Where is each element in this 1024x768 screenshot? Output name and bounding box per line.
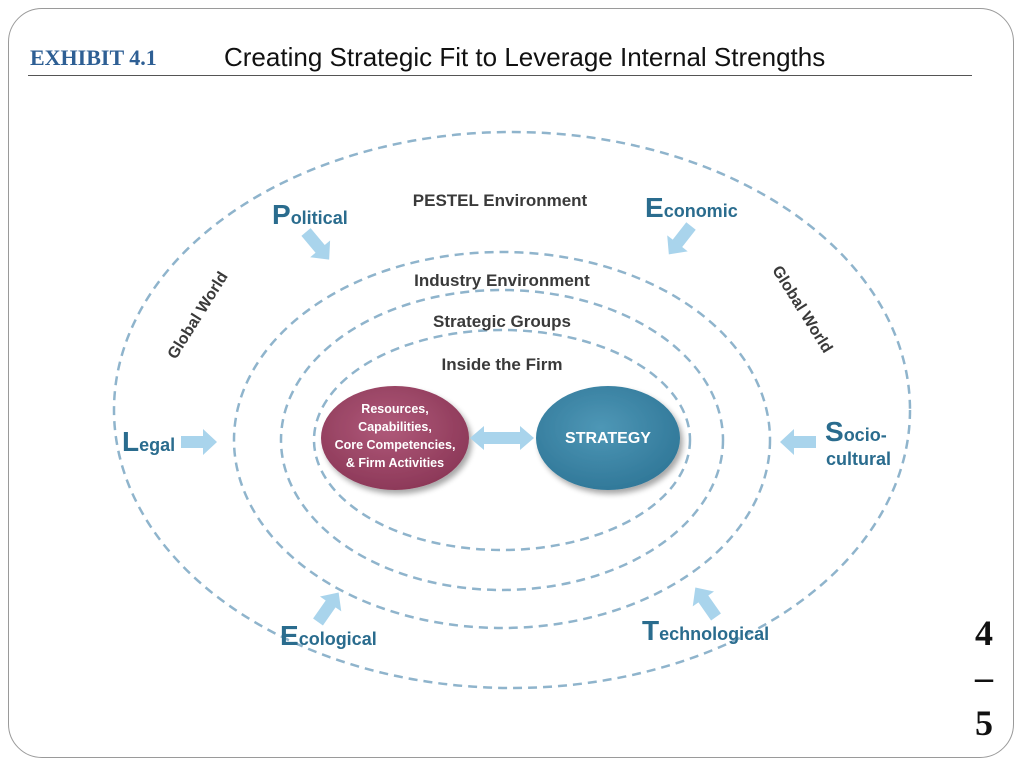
ecological-rest: cological [299,629,377,649]
slide-number-top: 4 [975,613,993,653]
industry-environment-ring [232,250,772,630]
title-underline [28,75,972,76]
technological-rest: echnological [659,624,769,644]
legal-initial: L [122,426,139,457]
global-world-ring [112,130,912,690]
ecological-arrow-icon [313,592,342,626]
economic-arrow-icon [667,222,696,255]
technological-initial: T [642,615,659,646]
exhibit-label: EXHIBIT 4.1 [30,45,157,70]
slide-number-separator: – [975,657,993,697]
sociocultural-line2: cultural [826,449,891,469]
ecological-label: Ecological [280,620,377,651]
political-rest: olitical [291,208,348,228]
strategic-groups-ring [279,288,725,592]
ecological-initial: E [280,620,299,651]
economic-label: Economic [645,192,738,223]
legal-rest: egal [139,435,175,455]
resources-line-1: Resources, [361,402,428,416]
inside-firm-ring [312,328,692,552]
global-world-right-label: Global World [768,263,835,356]
strategy-oval [536,386,680,490]
industry-environment-label: Industry Environment [414,271,590,290]
legal-arrow-icon [181,429,217,455]
double-arrow-icon [470,426,534,450]
technological-arrow-icon [692,587,721,621]
strategic-groups-label: Strategic Groups [433,312,571,331]
pestel-environment-label: PESTEL Environment [413,191,588,210]
resources-line-4: & Firm Activities [346,456,444,470]
legal-label: Legal [122,426,175,457]
slide-number-bottom: 5 [975,703,993,743]
political-label: Political [272,199,348,230]
resources-line-3: Core Competencies, [335,438,456,452]
inside-firm-label: Inside the Firm [442,355,563,374]
economic-initial: E [645,192,664,223]
sociocultural-rest: ocio- [844,425,887,445]
technological-label: Technological [642,615,769,646]
political-initial: P [272,199,291,230]
resources-oval [321,386,469,490]
resources-line-2: Capabilities, [358,420,432,434]
political-arrow-icon [301,228,331,260]
strategy-label: STRATEGY [565,430,651,447]
sociocultural-initial: S [825,416,844,447]
global-world-left-label: Global World [165,269,232,362]
economic-rest: conomic [664,201,738,221]
slide-title: Creating Strategic Fit to Leverage Inter… [224,42,826,72]
sociocultural-label: Socio- [825,416,887,447]
sociocultural-arrow-icon [780,429,816,455]
slide-frame [8,8,1014,758]
